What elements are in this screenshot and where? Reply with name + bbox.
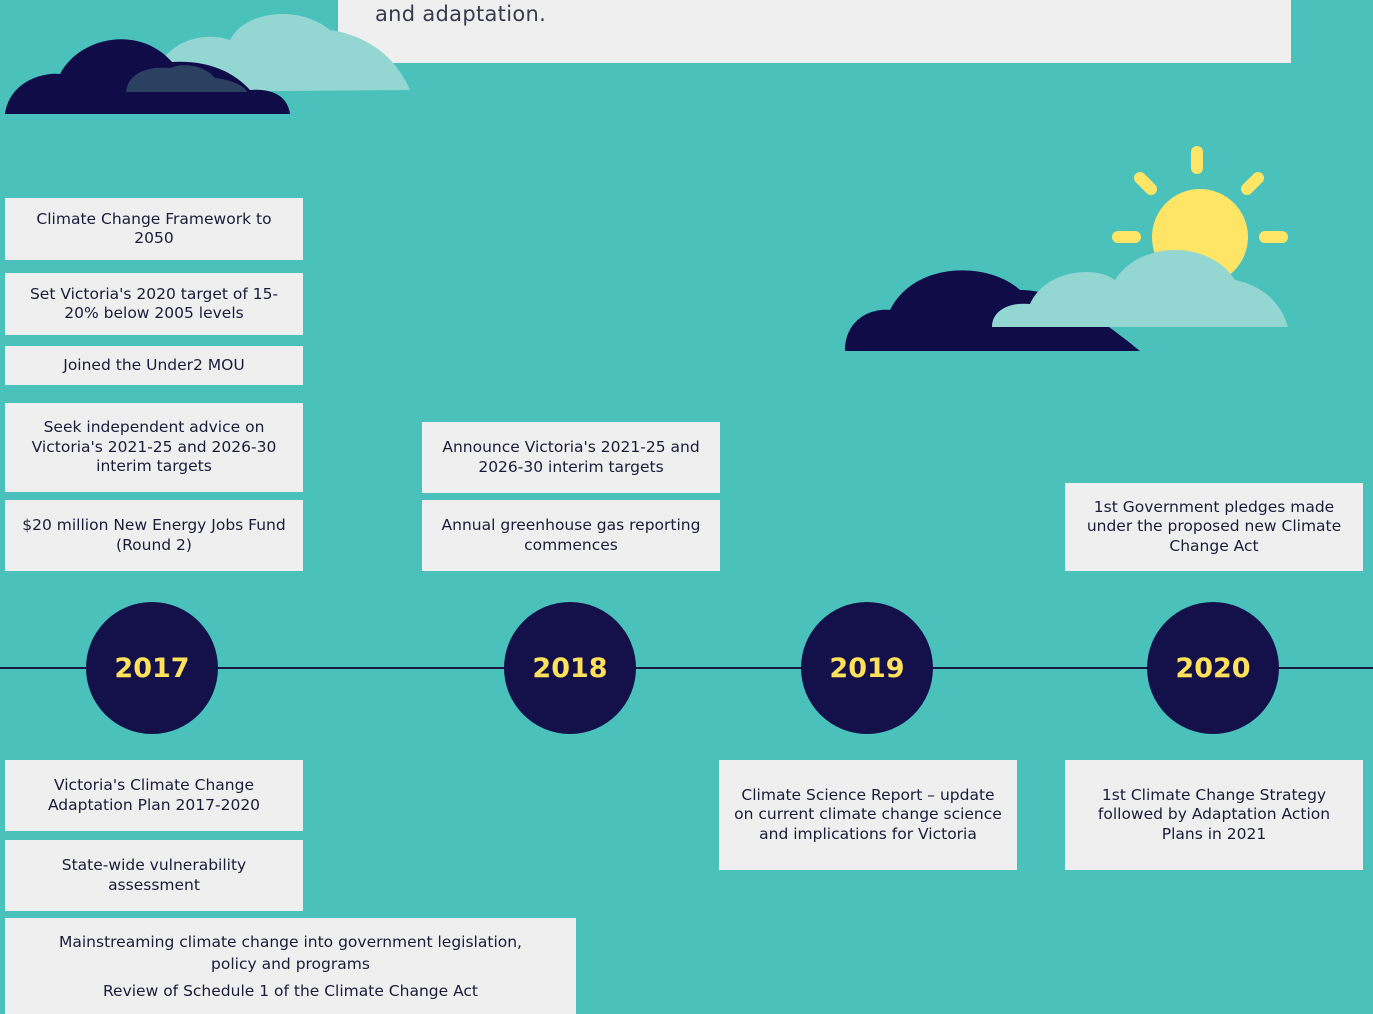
milestone-text: Mainstreaming climate change into govern… bbox=[59, 932, 522, 973]
milestone-text: Set Victoria's 2020 target of 15-20% bel… bbox=[29, 284, 279, 323]
milestone-text: Seek independent advice on Victoria's 20… bbox=[31, 418, 277, 476]
milestone-text: Annual greenhouse gas reporting commence… bbox=[441, 516, 701, 554]
timeline-line bbox=[0, 667, 1373, 669]
intro-text: and adaptation. bbox=[375, 2, 547, 26]
intro-panel: and adaptation. bbox=[338, 0, 1291, 63]
year-label: 2020 bbox=[1175, 652, 1251, 684]
milestone-box: Climate Science Report – update on curre… bbox=[719, 760, 1017, 870]
milestone-box: Seek independent advice on Victoria's 20… bbox=[5, 403, 303, 492]
milestone-box: Climate Change Framework to 2050 bbox=[5, 198, 303, 260]
milestone-box: $20 million New Energy Jobs Fund (Round … bbox=[5, 500, 303, 571]
year-label: 2017 bbox=[114, 652, 190, 684]
milestone-text: State-wide vulnerability assessment bbox=[61, 856, 247, 894]
milestone-text: 1st Government pledges made under the pr… bbox=[1086, 497, 1342, 555]
milestone-box: Mainstreaming climate change into govern… bbox=[5, 918, 576, 1014]
milestone-text: Joined the Under2 MOU bbox=[63, 355, 245, 374]
sun-cloud-icon bbox=[845, 146, 1288, 351]
milestone-box: Annual greenhouse gas reporting commence… bbox=[422, 500, 720, 571]
milestone-text: $20 million New Energy Jobs Fund (Round … bbox=[22, 516, 286, 554]
milestone-text: Climate Change Framework to 2050 bbox=[36, 209, 272, 248]
milestone-box: Set Victoria's 2020 target of 15-20% bel… bbox=[5, 273, 303, 335]
year-circle-2020: 2020 bbox=[1147, 602, 1279, 734]
milestone-box: Victoria's Climate Change Adaptation Pla… bbox=[5, 760, 303, 831]
milestone-text: 1st Climate Change Strategy followed by … bbox=[1097, 785, 1331, 843]
year-label: 2019 bbox=[829, 652, 905, 684]
milestone-text: Announce Victoria's 2021-25 and 2026-30 … bbox=[442, 438, 700, 476]
milestone-text: Climate Science Report – update on curre… bbox=[734, 785, 1002, 843]
cloud-icon-top-left bbox=[5, 13, 410, 114]
milestone-text: Review of Schedule 1 of the Climate Chan… bbox=[102, 981, 479, 1000]
milestone-box: Announce Victoria's 2021-25 and 2026-30 … bbox=[422, 422, 720, 493]
year-circle-2018: 2018 bbox=[504, 602, 636, 734]
year-label: 2018 bbox=[532, 652, 608, 684]
milestone-text: Victoria's Climate Change Adaptation Pla… bbox=[47, 776, 261, 814]
milestone-box: 1st Climate Change Strategy followed by … bbox=[1065, 760, 1363, 870]
milestone-box: Joined the Under2 MOU bbox=[5, 346, 303, 385]
milestone-box: State-wide vulnerability assessment bbox=[5, 840, 303, 911]
year-circle-2017: 2017 bbox=[86, 602, 218, 734]
milestone-box: 1st Government pledges made under the pr… bbox=[1065, 483, 1363, 571]
year-circle-2019: 2019 bbox=[801, 602, 933, 734]
